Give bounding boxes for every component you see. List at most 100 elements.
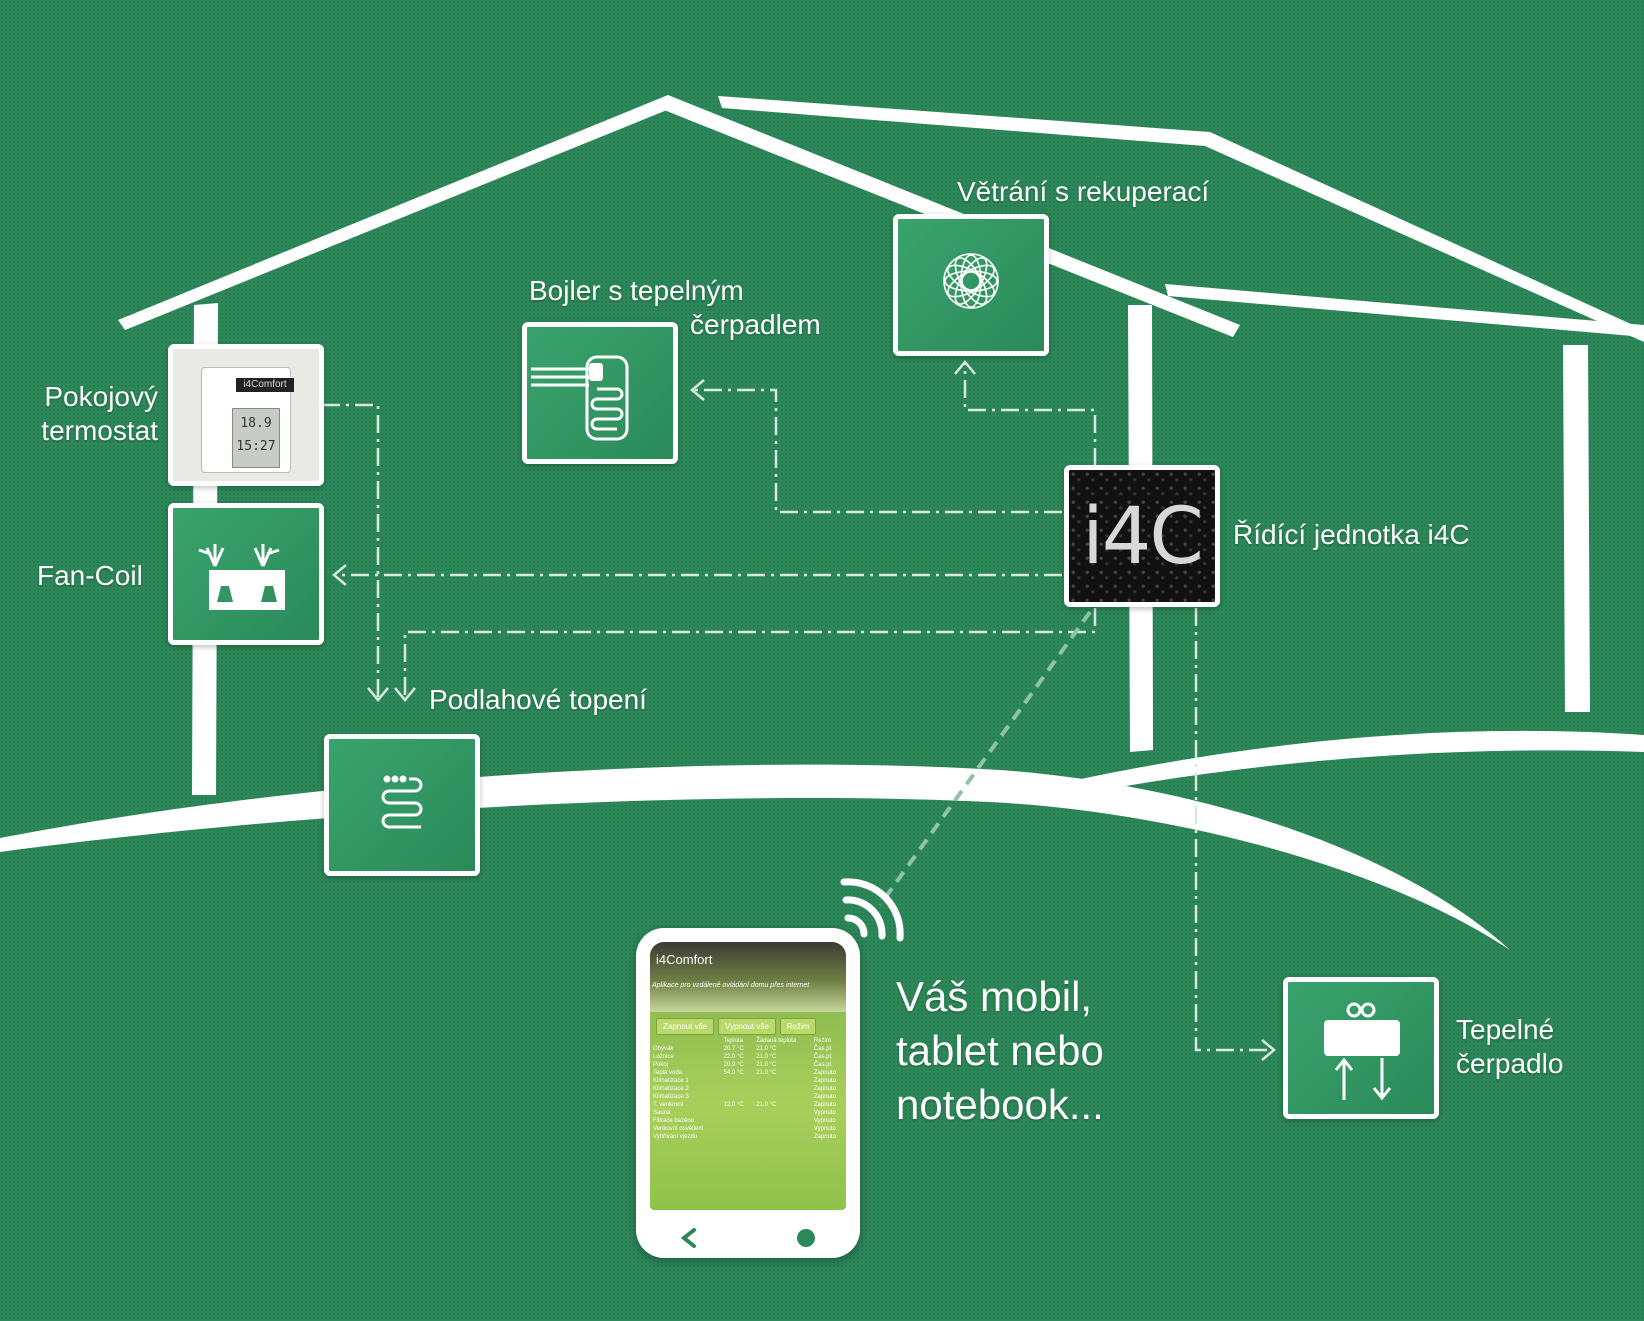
app-cell-name: Filtrace bazénu: [653, 1118, 695, 1124]
table-row[interactable]: Klimatizace 2 Zapnuto: [650, 1085, 846, 1093]
app-cell-target: 21.0 °C: [756, 1054, 777, 1060]
app-cell-temp: [721, 1109, 754, 1117]
app-cell-temp: [721, 1117, 754, 1125]
app-cell-mode: Zapnuto: [813, 1086, 836, 1092]
app-col-mode: Režim: [813, 1038, 831, 1044]
app-cell-name: Pokoj: [653, 1062, 669, 1068]
app-col-target: Žádaná teplota: [756, 1038, 797, 1044]
roof-left-slope: [118, 95, 672, 330]
ventilation-tile: [893, 214, 1049, 356]
arrow-heatpump: [1261, 1039, 1276, 1061]
connector-lines: [322, 362, 1270, 1052]
connector-unit-boiler: [692, 388, 1062, 514]
app-cell-target: 21.0 °C: [756, 1070, 777, 1076]
app-header: i4Comfort Aplikace pro vzdálené ovládání…: [650, 942, 846, 1012]
app-button-mode[interactable]: Režim: [779, 1018, 817, 1035]
thermostat-reading-2: 15:27: [236, 439, 276, 454]
app-subtitle: Aplikace pro vzdálené ovládání domu přes…: [652, 982, 810, 989]
boiler-label: Bojler s tepelným čerpadlem: [529, 274, 821, 342]
thermostat-device: i4Comfort 18.9 15:27: [201, 367, 294, 473]
heatpump-label-line-1: Tepelné: [1456, 1014, 1555, 1045]
wall-right: [1563, 345, 1590, 712]
app-cell-mode: Čas.pl.: [813, 1062, 833, 1068]
roof-secondary: [1165, 284, 1644, 337]
app-button-on[interactable]: Zapnout vše: [656, 1018, 715, 1035]
control-unit-label: Řídící jednotka i4C: [1233, 519, 1470, 550]
app-cell-name: Klimatizace 2: [653, 1086, 689, 1092]
app-cell-name: Ložnice: [653, 1054, 674, 1060]
floor-heating-label: Podlahové topení: [429, 684, 647, 715]
app-cell-temp: [721, 1085, 754, 1093]
app-cell-target: [753, 1109, 811, 1117]
connector-unit-mobile: [878, 610, 1092, 907]
wifi-icon: [840, 878, 904, 942]
app-cell-name: Obývák: [653, 1046, 674, 1052]
thermostat-screen: 18.9 15:27: [232, 408, 280, 468]
app-cell-mode: Zapnuto: [813, 1102, 836, 1108]
app-cell-name: Sauna: [653, 1110, 671, 1116]
ground-swoosh-right: [1030, 730, 1644, 800]
floor-heating-icon: [381, 775, 423, 829]
app-button-off[interactable]: Vypnout vše: [718, 1018, 776, 1035]
table-row[interactable]: Ložnice 22.0 °C 21.0 °C Čas.pl.: [650, 1053, 846, 1061]
app-cell-target: [753, 1133, 811, 1141]
thermostat-label-line-1: Pokojový: [44, 381, 158, 412]
mobile-caption: Váš mobil, tablet nebo notebook...: [896, 970, 1104, 1132]
floor-heating-tile: [324, 734, 480, 876]
arrow-ventilation: [954, 360, 976, 375]
app-cell-target: [753, 1093, 811, 1101]
app-cell-mode: Čas.pl.: [813, 1054, 833, 1060]
connector-unit-ventilation: [963, 362, 1097, 466]
control-unit-logo: i4C: [1082, 492, 1204, 582]
thermostat-label-line-2: termostat: [41, 415, 158, 446]
app-cell-name: Teplá voda: [653, 1070, 683, 1076]
app-cell-temp: 12.0 °C: [723, 1102, 744, 1108]
app-cell-temp: [721, 1133, 754, 1141]
app-cell-target: 21.0 °C: [756, 1102, 777, 1108]
mobile-caption-line-2: tablet nebo: [896, 1027, 1104, 1074]
app-cell-target: [753, 1117, 811, 1125]
app-cell-mode: Zapnuto: [813, 1078, 836, 1084]
app-cell-temp: 22.0 °C: [723, 1054, 744, 1060]
arrow-fancoil: [332, 564, 347, 586]
arrow-floor-1: [367, 687, 389, 702]
boiler-icon: [531, 355, 629, 441]
app-cell-temp: 54.0 °C: [723, 1070, 744, 1076]
phone-screen: i4Comfort Aplikace pro vzdálené ovládání…: [650, 942, 846, 1210]
ground-swoosh: [0, 764, 1510, 950]
arrow-floor-2: [394, 687, 416, 702]
app-cell-target: [753, 1085, 811, 1093]
app-cell-target: 21.0 °C: [756, 1046, 777, 1052]
app-cell-temp: [721, 1093, 754, 1101]
boiler-tile: [522, 322, 678, 464]
app-buttons: Zapnout vše Vypnout vše Režim: [650, 1012, 846, 1037]
mobile-caption-line-1: Váš mobil,: [896, 973, 1093, 1020]
app-cell-mode: Zapnuto: [813, 1134, 836, 1140]
app-title: i4Comfort: [656, 952, 713, 967]
connector-unit-heatpump: [1194, 608, 1270, 1052]
boiler-label-line-2: čerpadlem: [690, 309, 821, 340]
app-cell-mode: Vypnuto: [813, 1126, 836, 1132]
thermostat-label: Pokojový termostat: [10, 380, 158, 448]
app-col-name: [650, 1037, 721, 1045]
app-col-temp: Teplota: [723, 1038, 743, 1044]
connector-unit-floor: [403, 608, 1097, 698]
connector-arrowheads: [332, 360, 1276, 1061]
heatpump-label-line-2: čerpadlo: [1456, 1048, 1564, 1079]
app-cell-target: 21.0 °C: [756, 1062, 777, 1068]
connector-thermostat-floor: [322, 403, 380, 698]
thermostat-tile: i4Comfort 18.9 15:27: [168, 344, 324, 486]
heatpump-icon: [1324, 1002, 1400, 1101]
